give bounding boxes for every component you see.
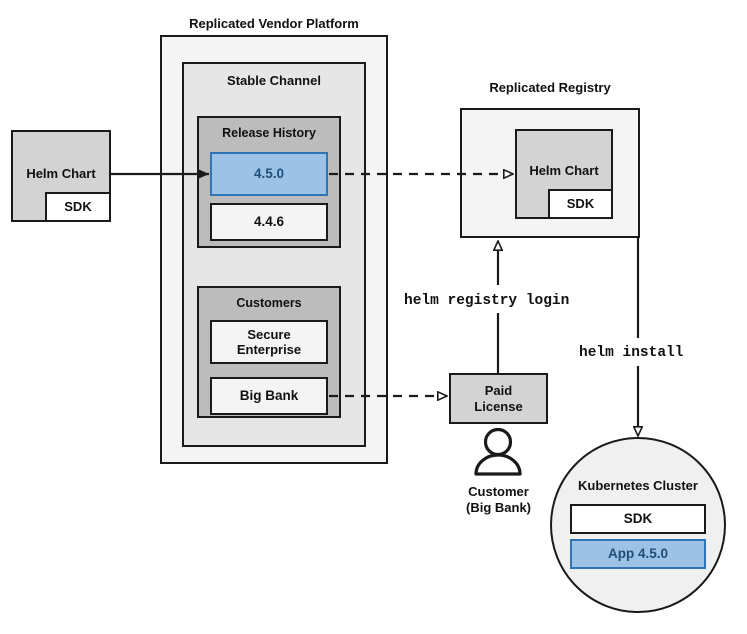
release-item-4-4-6[interactable]: 4.4.6 [210, 203, 328, 241]
customer-caption-line1: Customer [468, 484, 529, 499]
kubernetes-cluster-title: Kubernetes Cluster [578, 478, 698, 493]
customers-title: Customers [236, 296, 302, 310]
customer-entry-big-bank-label: Big Bank [239, 388, 299, 404]
cluster-component-sdk: SDK [570, 504, 706, 534]
customer-entry-big-bank[interactable]: Big Bank [210, 377, 328, 415]
helm-install-command: helm install [579, 345, 684, 361]
source-sdk-box: SDK [45, 192, 111, 222]
helm-registry-login-command: helm registry login [404, 293, 570, 309]
source-sdk-label: SDK [64, 199, 92, 215]
stable-channel-title: Stable Channel [227, 73, 321, 88]
cluster-component-sdk-label: SDK [623, 511, 653, 527]
registry-sdk-label: SDK [566, 196, 595, 212]
release-history-title: Release History [222, 126, 316, 140]
cluster-component-app-label: App 4.5.0 [607, 546, 669, 562]
customer-caption: Customer (Big Bank) [432, 484, 565, 515]
release-item-4-5-0[interactable]: 4.5.0 [210, 152, 328, 196]
release-item-4-4-6-label: 4.4.6 [253, 214, 285, 230]
registry-helm-chart-label: Helm Chart [529, 163, 599, 178]
registry-title: Replicated Registry [489, 80, 611, 95]
release-item-4-5-0-label: 4.5.0 [253, 166, 285, 182]
customer-caption-line2: (Big Bank) [466, 499, 531, 515]
cluster-component-app: App 4.5.0 [570, 539, 706, 569]
registry-sdk-box: SDK [548, 189, 613, 219]
vendor-platform-title: Replicated Vendor Platform [189, 16, 359, 31]
source-helm-chart-label: Helm Chart [26, 166, 96, 181]
person-icon [474, 427, 522, 476]
